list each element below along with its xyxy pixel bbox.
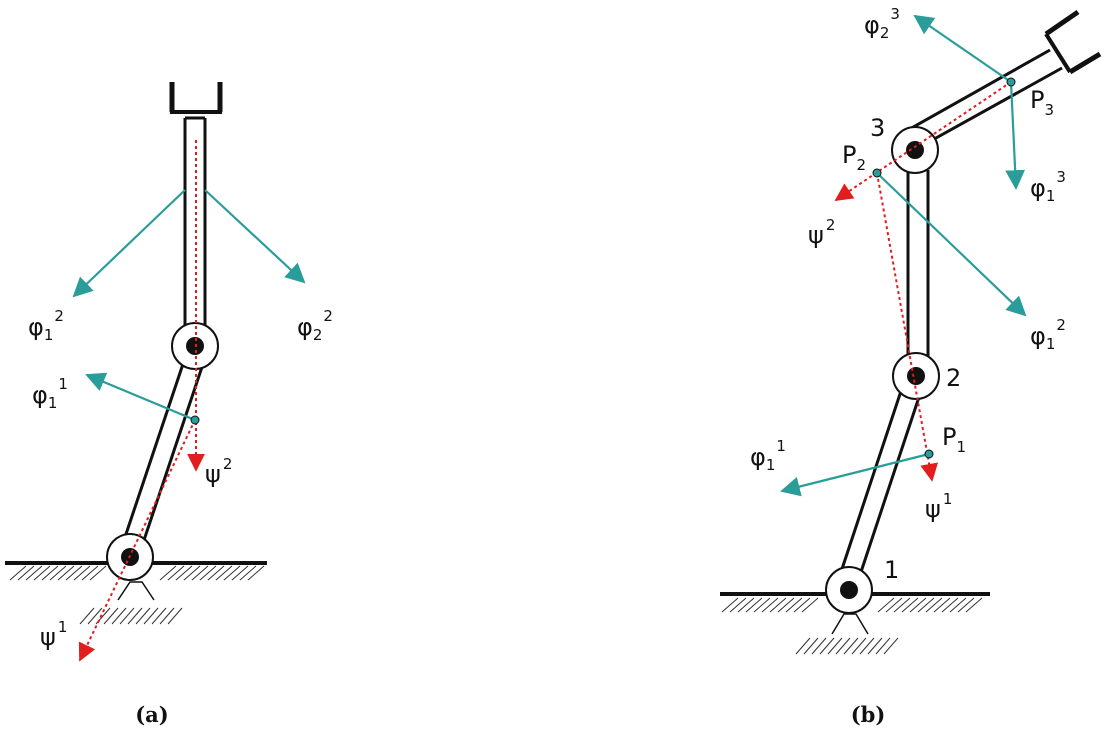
caption-a: (a) <box>135 702 168 727</box>
phi1-1-vector-a <box>85 372 196 422</box>
label-p3: P3 <box>1030 86 1054 119</box>
phi2-2-vector-a <box>204 189 306 284</box>
phi1-3-vector-b <box>1005 81 1026 190</box>
joint-1-label: 1 <box>884 556 899 584</box>
link-1-a <box>117 357 205 562</box>
joint-1-b <box>825 566 873 614</box>
label-p2: P2 <box>842 141 866 174</box>
joint-2-label: 2 <box>946 364 961 392</box>
label-phi1-1-a: φ11 <box>32 375 68 412</box>
label-phi1-2-b: φ12 <box>1030 316 1066 353</box>
point-marker-a <box>190 415 200 425</box>
label-phi1-3-b: φ13 <box>1030 168 1066 205</box>
ground-hatch-a <box>9 565 265 625</box>
label-p1: P1 <box>942 423 966 456</box>
label-phi1-1-b: φ11 <box>750 437 786 474</box>
gripper-a <box>169 82 223 114</box>
caption-b: (b) <box>851 702 886 727</box>
joint-3-b <box>891 126 939 174</box>
phi2-3-vector-b <box>913 14 1012 83</box>
point-p1-marker <box>924 449 934 459</box>
psi1-vector-a <box>78 419 196 662</box>
joint-3-label: 3 <box>870 114 885 142</box>
base-support-b <box>831 613 869 635</box>
phi1-2-vector-a <box>72 189 186 298</box>
link-3-b <box>907 48 1063 150</box>
joint-2-b <box>892 352 940 400</box>
ground-b <box>720 592 990 655</box>
label-phi2-2-a: φ22 <box>297 307 333 344</box>
label-phi1-2-a: φ12 <box>28 307 64 344</box>
base-support-a <box>117 581 155 601</box>
psi2-dir-b <box>834 81 1012 202</box>
point-p3-marker <box>1006 77 1016 87</box>
phi1-1-vector-b <box>780 452 930 497</box>
ground-hatch-b <box>721 597 983 655</box>
phi1-2-vector-b <box>876 172 1027 317</box>
link-2-b <box>906 170 930 358</box>
label-phi2-3-b: φ23 <box>864 5 900 42</box>
point-p2-marker <box>872 168 882 178</box>
link-2-a <box>183 116 207 330</box>
link-1-b <box>838 384 923 582</box>
p2-to-p1-b <box>876 172 939 482</box>
gripper-b <box>1044 9 1102 75</box>
